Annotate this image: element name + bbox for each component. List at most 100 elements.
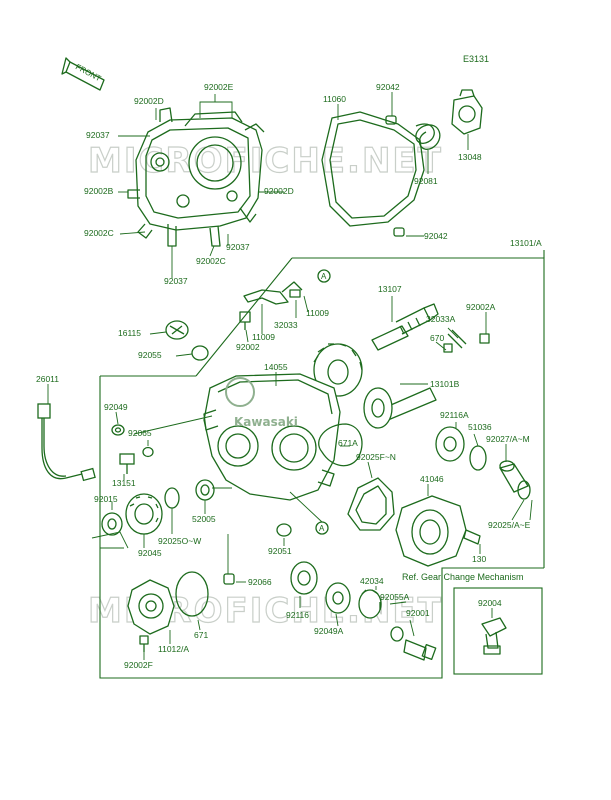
label-92002E: 92002E: [204, 82, 234, 92]
sensor-wire-26011: [37, 403, 96, 482]
spring-92081: [415, 123, 441, 150]
bearing-92045: [125, 493, 163, 535]
gasket-671A: [318, 423, 363, 467]
kawasaki-logo-emblem: Kawasaki: [225, 377, 298, 429]
label-32033A: 32033A: [426, 314, 456, 324]
label-92037-bottom: 92037: [164, 276, 188, 286]
label-92025A-E: 92025/A~E: [488, 520, 531, 530]
label-92055: 92055: [138, 350, 162, 360]
label-92002C-left: 92002C: [84, 228, 114, 238]
diagram-code: E3131: [463, 54, 489, 64]
label-92116A: 92116A: [440, 410, 469, 420]
label-92025O-W: 92025O~W: [158, 536, 201, 546]
label-32033: 32033: [274, 320, 298, 330]
collar-92027A-M: [499, 460, 529, 493]
shims-92025F-N: [347, 477, 395, 531]
seal-92015: [101, 512, 123, 536]
bearing-92116A: [435, 426, 465, 462]
label-13107: 13107: [378, 284, 402, 294]
ref-gear-change-box: [453, 587, 543, 675]
label-92042-top: 92042: [376, 82, 400, 92]
front-arrow-icon: FRONT: [61, 57, 105, 91]
dowel-pin-bottom: [393, 227, 405, 237]
washer-92049: [111, 424, 125, 436]
label-92081: 92081: [414, 176, 438, 186]
label-92049: 92049: [104, 402, 128, 412]
gear-42034: [358, 589, 382, 619]
label-11009-a: 11009: [306, 308, 329, 318]
seal-92049A: [325, 582, 351, 614]
label-42034: 42034: [360, 576, 384, 586]
shim-51036: [469, 445, 487, 471]
label-92037-right: 92037: [226, 242, 250, 252]
svg-text:A: A: [319, 524, 325, 533]
label-671A: 671A: [338, 438, 358, 448]
label-11009-b: 11009: [252, 332, 275, 342]
label-13151: 13151: [112, 478, 136, 488]
label-92002A: 92002A: [466, 302, 496, 312]
shim-92025O-W: [164, 487, 180, 509]
label-51036: 51036: [468, 422, 492, 432]
bevel-gear-13101B: [313, 343, 363, 397]
label-13048: 13048: [458, 152, 482, 162]
label-92065: 92065: [128, 428, 152, 438]
svg-text:A: A: [321, 272, 327, 281]
bolt-92002: [239, 311, 251, 330]
cover-11012A: [127, 579, 175, 635]
label-92116: 92116: [286, 610, 309, 620]
shim-92025A-E: [517, 480, 531, 500]
housing-41046: [395, 495, 467, 567]
label-670: 670: [430, 333, 444, 343]
bolt-92001: [403, 639, 437, 661]
marker-A-bottom: A: [315, 521, 329, 535]
label-671: 671: [194, 630, 208, 640]
sensor-13151: [119, 453, 135, 474]
label-16115: 16115: [118, 328, 141, 338]
label-92025F-N: 92025F~N: [356, 452, 396, 462]
bolt-130: [463, 529, 481, 545]
cap-16115: [165, 320, 189, 340]
label-41046: 41046: [420, 474, 444, 484]
pinion-gear: [363, 387, 437, 429]
label-11012A: 11012/A: [158, 644, 189, 654]
svg-text:Kawasaki: Kawasaki: [234, 415, 298, 429]
label-11060: 11060: [323, 94, 346, 104]
label-92042-bottom: 92042: [424, 231, 448, 241]
gasket-671: [175, 571, 209, 617]
bolt-92004: [481, 617, 507, 655]
collar-92051: [276, 523, 292, 537]
bolt-92002A: [479, 333, 490, 344]
label-13101A: 13101/A: [510, 238, 542, 248]
label-92051: 92051: [268, 546, 292, 556]
bracket-11009: [243, 281, 303, 305]
dowel-pin-top: [385, 115, 397, 125]
label-92027A-M: 92027/A~M: [486, 434, 530, 444]
oring-92055A: [390, 626, 404, 642]
label-92001: 92001: [406, 608, 430, 618]
label-92049A: 92049A: [314, 626, 344, 636]
label-92055A: 92055A: [380, 592, 410, 602]
label-14055: 14055: [264, 362, 288, 372]
label-92037-top: 92037: [86, 130, 110, 140]
label-130: 130: [472, 554, 486, 564]
label-92045: 92045: [138, 548, 162, 558]
label-92066: 92066: [248, 577, 272, 587]
washer-92065: [142, 446, 154, 458]
gear-case-14055: [203, 373, 341, 501]
label-26011: 26011: [36, 374, 59, 384]
bearing-92116: [290, 561, 318, 595]
label-92002B: 92002B: [84, 186, 114, 196]
pin-32033A: [443, 329, 467, 353]
label-92002: 92002: [236, 342, 260, 352]
label-52005: 52005: [192, 514, 216, 524]
label-13101B: 13101B: [430, 379, 460, 389]
label-92002C-bottom: 92002C: [196, 256, 226, 266]
label-92015: 92015: [94, 494, 118, 504]
oring-52005: [195, 479, 215, 501]
oring-92055: [191, 345, 209, 361]
label-92002D-top: 92002D: [134, 96, 164, 106]
holder-13048: [451, 89, 483, 135]
label-92002F: 92002F: [124, 660, 153, 670]
front-label: FRONT: [74, 62, 103, 83]
